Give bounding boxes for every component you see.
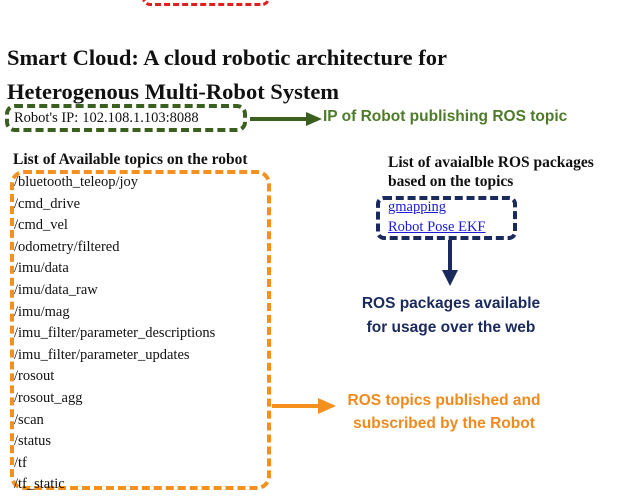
- ip-annotation: IP of Robot publishing ROS topic: [323, 108, 568, 125]
- topic-item: /imu/mag: [14, 303, 70, 320]
- topics-annotation-line-2: subscribed by the Robot: [353, 415, 535, 432]
- packages-heading-line-2: based on the topics: [388, 173, 514, 190]
- robot-ip-label: Robot's IP:: [14, 109, 79, 126]
- topic-item: /imu/data_raw: [14, 281, 98, 298]
- topic-item: /imu_filter/parameter_updates: [14, 346, 190, 363]
- topics-annotation-line-1: ROS topics published and: [347, 392, 541, 409]
- packages-heading-line-1: List of avaialble ROS packages: [388, 154, 594, 171]
- robot-ip-value: 102.108.1.103:8088: [82, 109, 199, 126]
- topics-annotation: ROS topics published and subscribed by t…: [324, 389, 564, 435]
- topics-highlight-frame: [10, 170, 271, 490]
- cropped-dashed-frame: [142, 0, 270, 6]
- topic-item: /odometry/filtered: [14, 238, 120, 255]
- page-title: Smart Cloud: A cloud robotic architectur…: [7, 41, 627, 109]
- topic-item: /imu/data: [14, 260, 69, 277]
- arrow-down-icon: [442, 240, 458, 286]
- topic-item: /rosout_agg: [14, 389, 83, 406]
- topics-heading: List of Available topics on the robot: [13, 151, 248, 168]
- page-title-line-1: Smart Cloud: A cloud robotic architectur…: [7, 45, 447, 71]
- topic-list: /bluetooth_teleop/joy /cmd_drive /cmd_ve…: [14, 172, 215, 496]
- topic-item: /tf: [14, 454, 27, 471]
- topic-item: /imu_filter/parameter_descriptions: [14, 325, 216, 342]
- packages-highlight-frame: [376, 196, 517, 240]
- robot-ip-display: Robot's IP: 102.108.1.103:8088: [5, 104, 247, 132]
- packages-annotation-line-1: ROS packages available: [361, 295, 541, 312]
- package-list: gmapping Robot Pose EKF: [388, 197, 486, 237]
- topic-item: /cmd_vel: [14, 217, 68, 234]
- topic-item: /cmd_drive: [14, 195, 81, 212]
- topic-item: /bluetooth_teleop/joy: [14, 174, 139, 190]
- arrow-right-icon: [272, 398, 336, 414]
- topic-item: /scan: [14, 411, 44, 428]
- package-link-gmapping[interactable]: gmapping: [388, 199, 446, 215]
- topic-item: /status: [14, 433, 52, 450]
- topic-item: /tf_static: [14, 476, 65, 493]
- package-link-robot-pose-ekf[interactable]: Robot Pose EKF: [388, 219, 486, 235]
- packages-annotation: ROS packages available for usage over th…: [340, 292, 562, 340]
- page-title-line-2: Heterogenous Multi-Robot System: [7, 79, 340, 105]
- packages-heading: List of avaialble ROS packages based on …: [388, 153, 638, 191]
- topic-item: /rosout: [14, 368, 55, 385]
- arrow-right-icon: [250, 112, 322, 126]
- packages-annotation-line-2: for usage over the web: [366, 319, 536, 336]
